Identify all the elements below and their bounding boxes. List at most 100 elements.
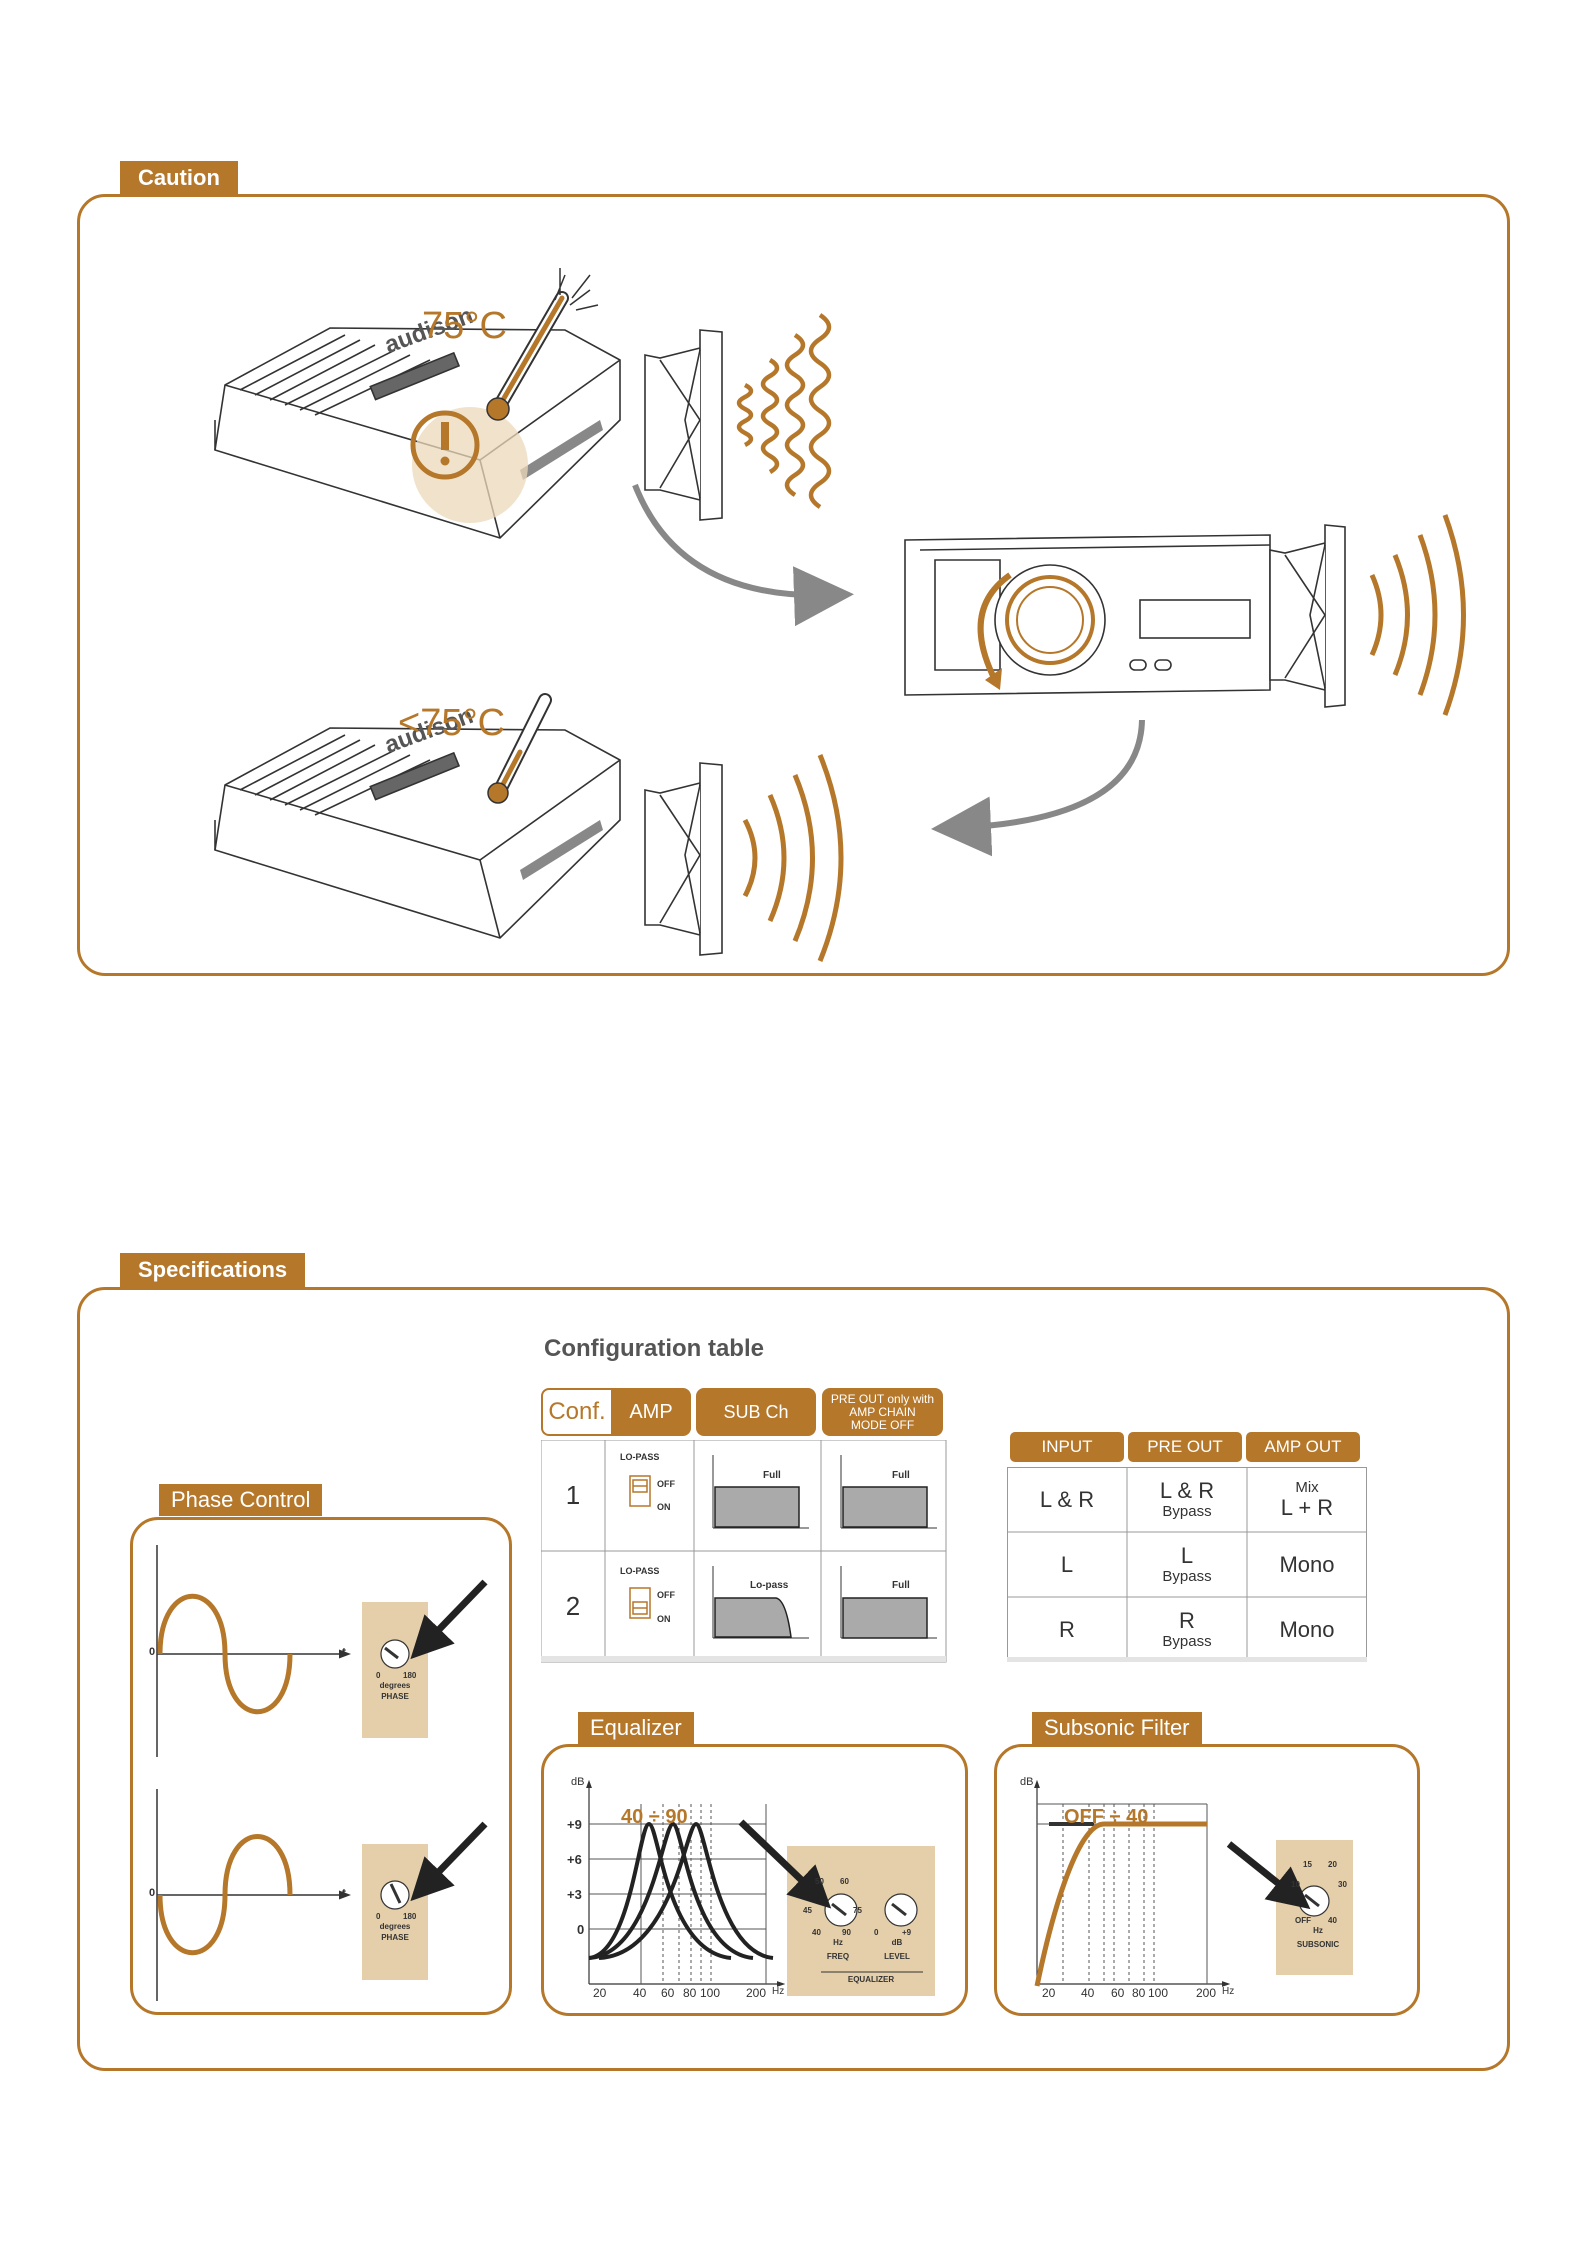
eq-freq-name: FREQ xyxy=(826,1952,850,1961)
eq-xtick-100: 100 xyxy=(700,1986,721,2000)
ss-knob-l4: 30 xyxy=(1338,1880,1347,1889)
amplifier-hot: audison xyxy=(214,302,621,539)
specifications-tag: Specifications xyxy=(120,1253,306,1287)
config-row-1-number: 1 xyxy=(565,1480,581,1510)
eq-freq-l2: 60 xyxy=(840,1877,849,1886)
config-row-2-lopass: LO-PASS xyxy=(620,1566,660,1576)
sound-waves-head-unit xyxy=(1369,514,1466,716)
phase-knob-2-unit: degrees xyxy=(379,1922,411,1931)
preout-line2: AMP CHAIN xyxy=(849,1404,916,1419)
phase-knob-1-max: 180 xyxy=(403,1671,417,1680)
eq-db-label: dB xyxy=(571,1776,585,1788)
subsonic-chart: OFF ÷ 40 xyxy=(1034,1779,1353,1987)
ss-knob-l6: 40 xyxy=(1328,1916,1337,1925)
config-table xyxy=(541,1440,947,1663)
eq-xtick-60: 60 xyxy=(661,1986,675,2000)
eq-freq-unit: Hz xyxy=(833,1938,843,1947)
eq-freq-l1: 50 xyxy=(815,1877,824,1886)
io-table-grid xyxy=(1007,1467,1367,1662)
pre-graph-row2 xyxy=(840,1566,937,1639)
phase-control-frame xyxy=(130,1517,512,2015)
phase-diagram xyxy=(156,1545,488,2001)
io-row-2-ampout: Mono xyxy=(1279,1551,1335,1577)
sound-waves-cool xyxy=(742,754,844,962)
config-header-conf: Conf. xyxy=(541,1388,611,1436)
svg-text:OFF ÷ 40: OFF ÷ 40 xyxy=(1064,1806,1148,1828)
eq-group-label: EQUALIZER xyxy=(847,1975,895,1984)
phase-knob-1-name: PHASE xyxy=(381,1692,409,1701)
ss-knob-l2: 20 xyxy=(1328,1860,1337,1869)
ss-knob-l3: 10 xyxy=(1291,1880,1300,1889)
pre-graph-row1 xyxy=(840,1455,937,1529)
caution-frame xyxy=(77,194,1510,976)
config-row-1-off: OFF xyxy=(657,1479,675,1489)
io-header-ampout: AMP OUT xyxy=(1246,1432,1360,1462)
thermometer-hot-icon xyxy=(486,268,599,421)
subsonic-tag: Subsonic Filter xyxy=(1032,1712,1202,1744)
config-header-preout: PRE OUT only with AMP CHAIN MODE OFF xyxy=(822,1388,943,1436)
cool-temp-label: <75°C xyxy=(398,702,505,744)
ss-knob-l1: 15 xyxy=(1303,1860,1312,1869)
subsonic-frame xyxy=(994,1744,1420,2016)
config-row-1-lopass: LO-PASS xyxy=(620,1452,660,1462)
preout-line3: MODE OFF xyxy=(850,1417,915,1432)
eq-freq-l6: 90 xyxy=(842,1928,851,1937)
ss-xtick-40: 40 xyxy=(1081,1986,1095,2000)
eq-hz-label: Hz xyxy=(772,1986,785,1997)
ss-xtick-80: 80 xyxy=(1132,1986,1146,2000)
head-unit xyxy=(904,534,1271,696)
eq-xtick-80: 80 xyxy=(683,1986,697,2000)
speaker-hot xyxy=(644,329,723,521)
phase-control-tag: Phase Control xyxy=(159,1484,323,1516)
phase-knob-2-name: PHASE xyxy=(381,1933,409,1942)
ss-xtick-200: 200 xyxy=(1196,1986,1217,2000)
warning-icon xyxy=(410,407,528,523)
eq-level-unit: dB xyxy=(891,1938,903,1947)
config-table-title: Configuration table xyxy=(544,1335,764,1362)
config-row-2-sub-label: Lo-pass xyxy=(750,1580,789,1591)
eq-ytick-6: +6 xyxy=(567,1852,582,1867)
caution-illustration: audison 75°C xyxy=(214,268,1466,962)
phase-knob-2 xyxy=(380,1880,410,1910)
eq-ytick-0: 0 xyxy=(577,1922,585,1937)
ss-xtick-20: 20 xyxy=(1042,1986,1056,2000)
eq-freq-l5: 40 xyxy=(812,1928,821,1937)
phase-bottom-zero: 0 xyxy=(149,1887,156,1899)
lopass-switch-row1 xyxy=(629,1475,651,1507)
phase-knob-1 xyxy=(380,1639,410,1669)
phase-top-t: t xyxy=(342,1645,346,1659)
phase-knob-1-unit: degrees xyxy=(379,1681,411,1690)
equalizer-tag: Equalizer xyxy=(578,1712,694,1744)
io-row-2-input: L xyxy=(1060,1551,1074,1577)
thermometer-cool-icon xyxy=(487,693,552,804)
io-row-3-input: R xyxy=(1059,1616,1075,1642)
hot-temp-label: 75°C xyxy=(422,305,507,347)
io-header-preout: PRE OUT xyxy=(1128,1432,1242,1462)
sub-graph-row1 xyxy=(712,1455,809,1529)
phase-knob-1-min: 0 xyxy=(376,1671,381,1680)
io-row-3-ampout: Mono xyxy=(1279,1616,1335,1642)
speaker-cool xyxy=(644,762,723,956)
config-header-sub: SUB Ch xyxy=(696,1388,816,1436)
equalizer-chart: 40 ÷ 90 xyxy=(586,1779,935,1996)
ss-hz-label: Hz xyxy=(1222,1986,1235,1997)
config-row-2-on: ON xyxy=(657,1614,671,1624)
specifications-frame xyxy=(77,1287,1510,2071)
eq-xtick-40: 40 xyxy=(633,1986,647,2000)
sound-waves-hot xyxy=(736,313,832,509)
phase-knob-2-min: 0 xyxy=(376,1912,381,1921)
phase-knob-2-max: 180 xyxy=(403,1912,417,1921)
ss-xtick-60: 60 xyxy=(1111,1986,1125,2000)
eq-freq-l3: 45 xyxy=(803,1906,812,1915)
equalizer-frame xyxy=(541,1744,968,2016)
ss-db-label: dB xyxy=(1020,1776,1034,1788)
eq-level-name: LEVEL xyxy=(884,1952,910,1961)
eq-freq-l4: 75 xyxy=(853,1906,862,1915)
io-header-input: INPUT xyxy=(1010,1432,1124,1462)
svg-text:40 ÷ 90: 40 ÷ 90 xyxy=(621,1806,688,1828)
caution-tag: Caution xyxy=(120,161,238,195)
eq-ytick-3: +3 xyxy=(567,1887,582,1902)
